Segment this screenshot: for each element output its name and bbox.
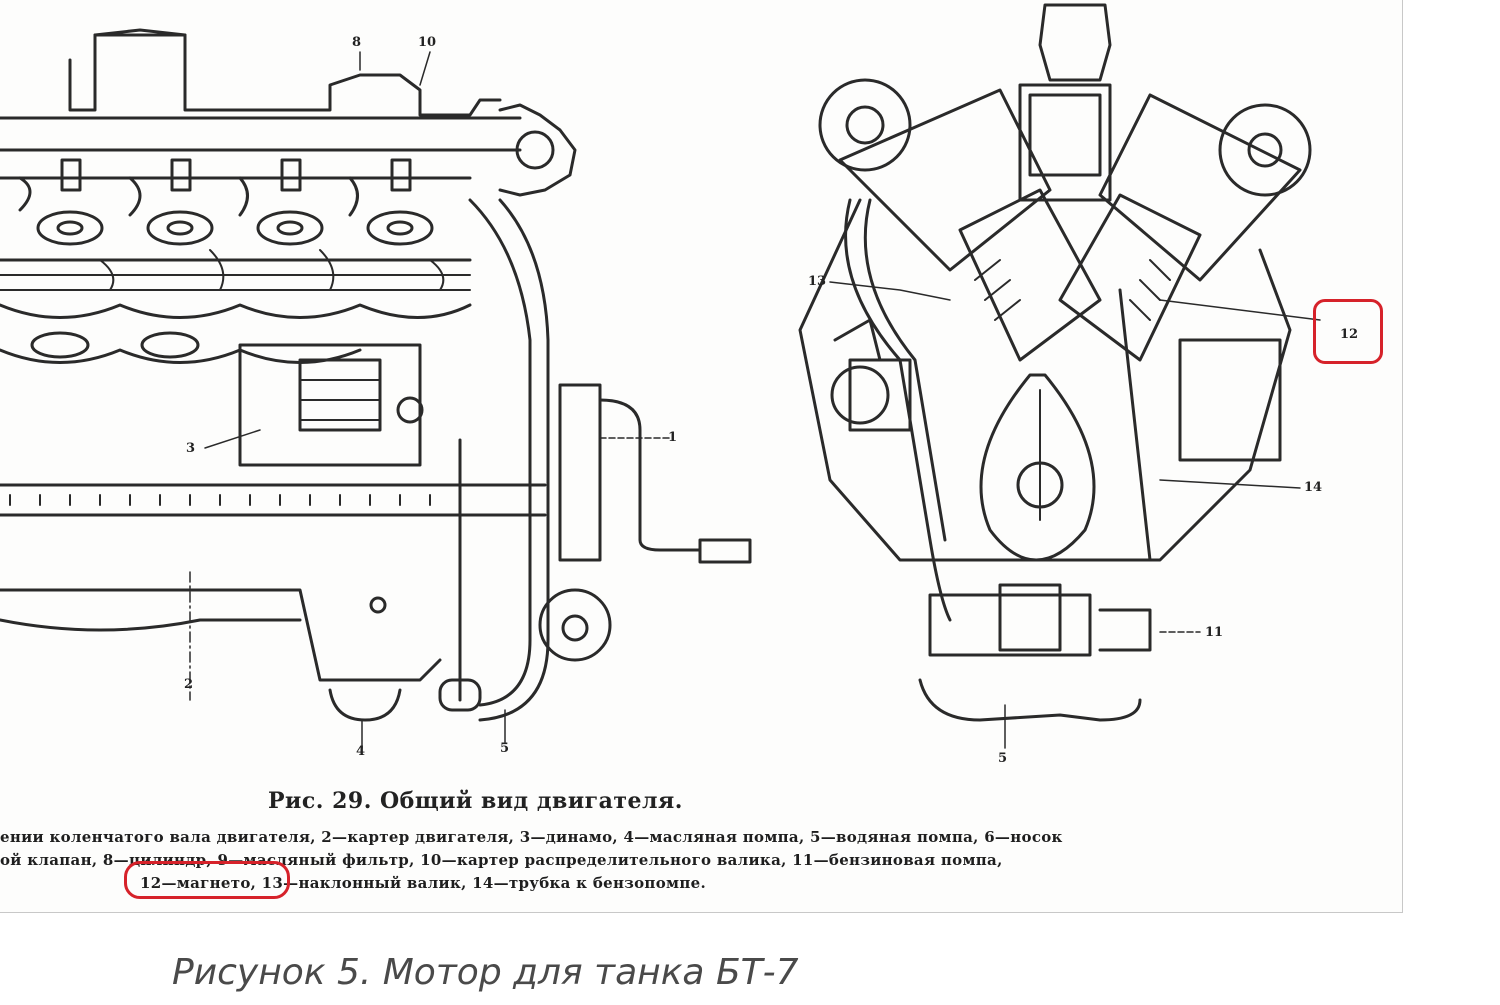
front-label-5: 5 bbox=[998, 751, 1008, 766]
side-label-3: 3 bbox=[186, 441, 196, 456]
legend-line-1: ении коленчатого вала двигателя, 2—карте… bbox=[0, 828, 1063, 846]
side-view-engine bbox=[0, 28, 752, 749]
scanned-figure: 8 10 1 3 2 4 5 13 12 14 11 5 Рис. 29. Об… bbox=[0, 0, 1403, 913]
front-label-12: 12 bbox=[1340, 327, 1359, 342]
figure-title: Рис. 29. Общий вид двигателя. bbox=[268, 788, 683, 814]
engine-drawing bbox=[0, 3, 1321, 749]
front-label-11: 11 bbox=[1205, 625, 1224, 640]
side-label-5: 5 bbox=[500, 741, 510, 756]
side-label-4: 4 bbox=[356, 744, 366, 759]
highlight-ring-legend-12 bbox=[124, 861, 290, 899]
side-label-1: 1 bbox=[668, 430, 678, 445]
legend-line-2: ой клапан, 8—цилиндр, 9—масляный фильтр,… bbox=[0, 851, 1003, 869]
side-label-2: 2 bbox=[184, 677, 194, 692]
front-view-engine bbox=[798, 3, 1321, 749]
highlight-ring-label-12 bbox=[1313, 299, 1383, 364]
front-label-14: 14 bbox=[1304, 480, 1323, 495]
image-caption: Рисунок 5. Мотор для танка БТ-7 bbox=[172, 952, 799, 993]
side-label-8: 8 bbox=[352, 35, 362, 50]
side-label-10: 10 bbox=[418, 35, 437, 50]
front-label-13: 13 bbox=[808, 274, 827, 289]
